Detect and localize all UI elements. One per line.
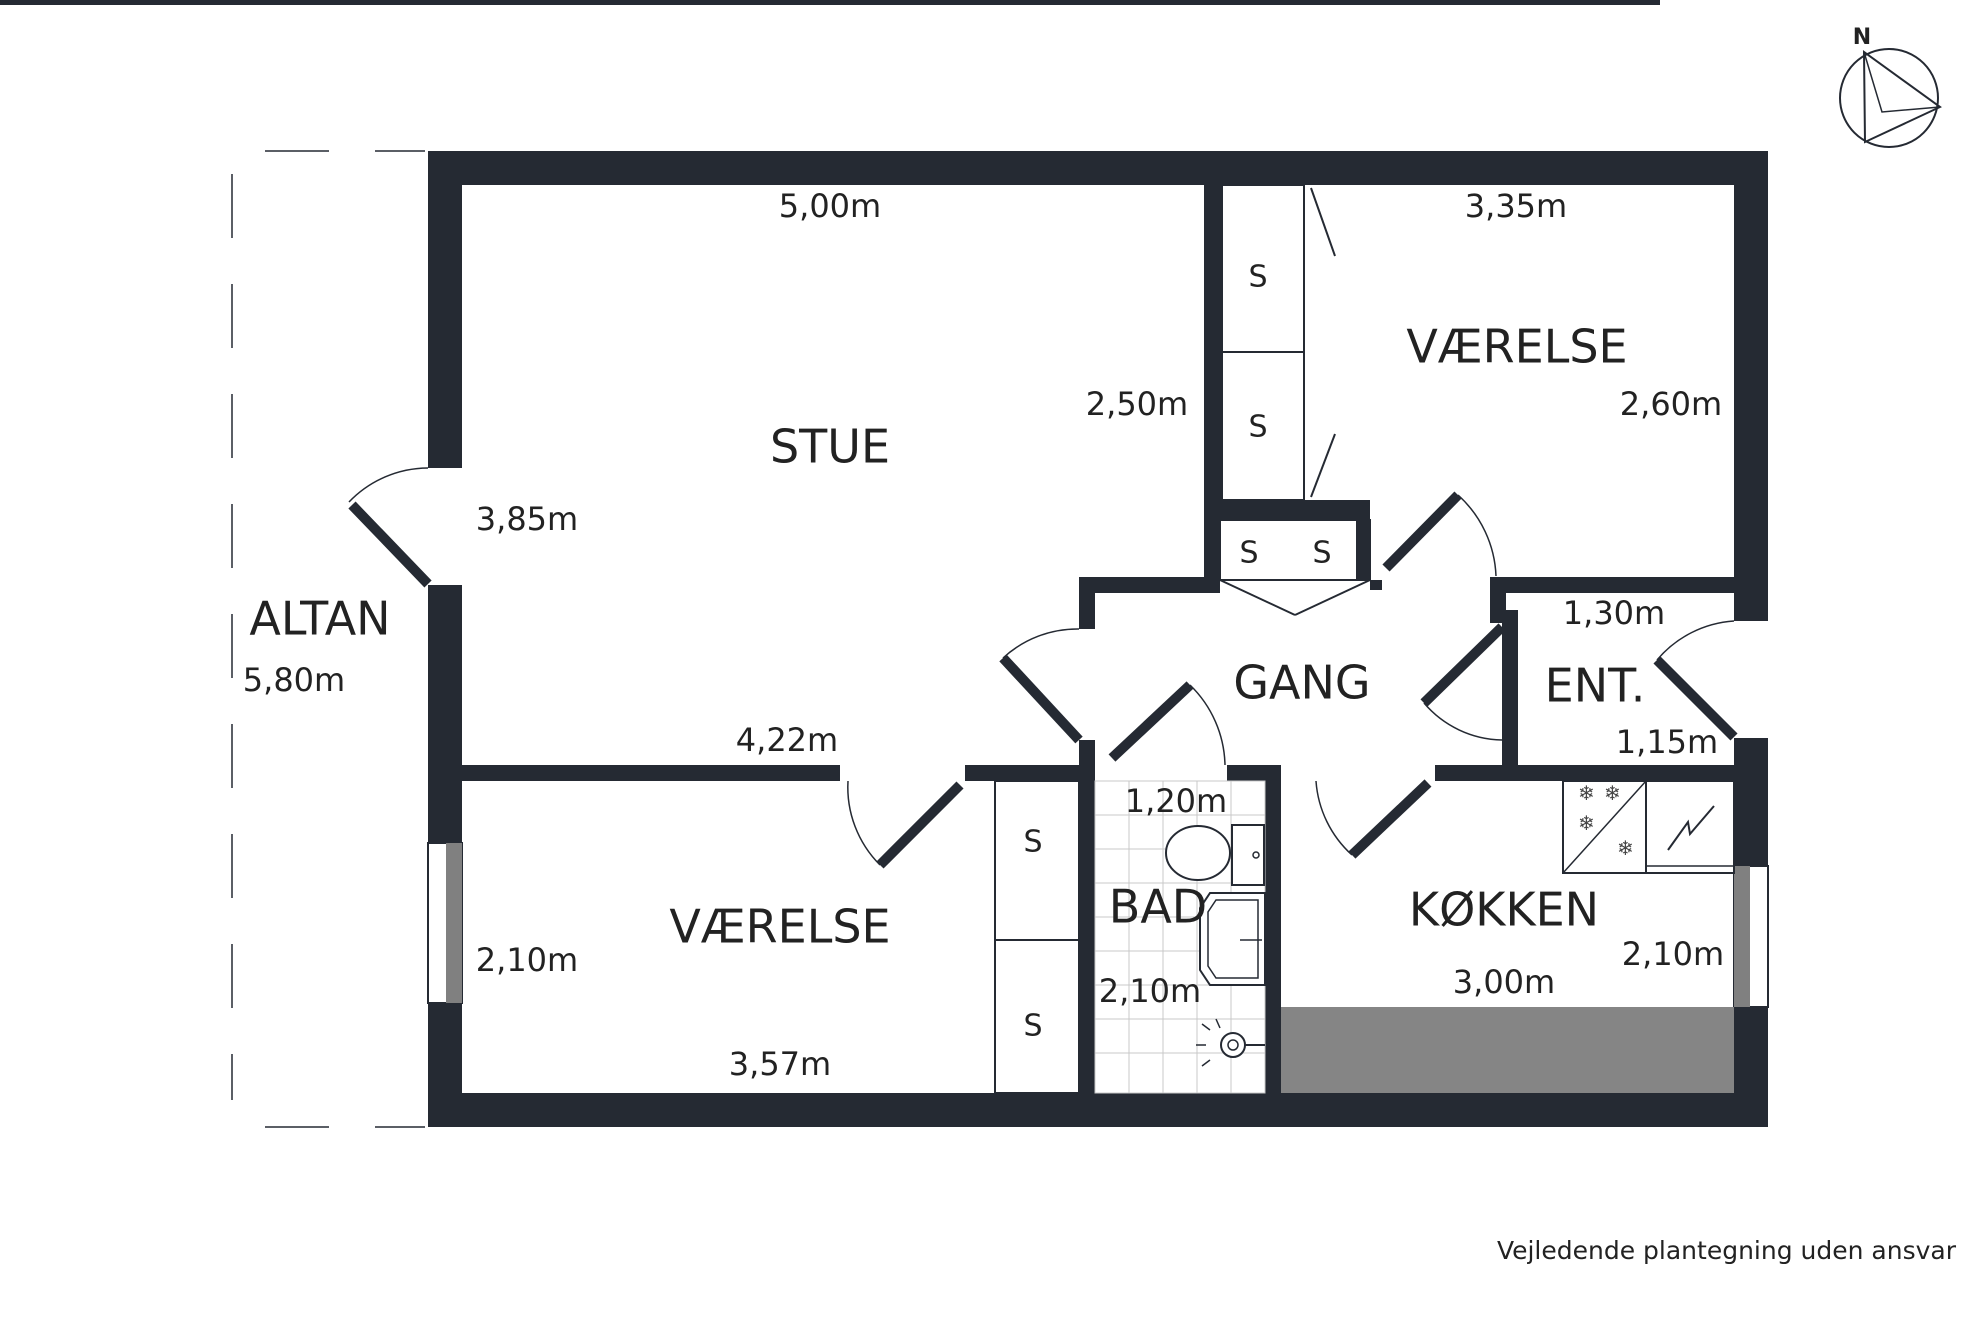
kitchen-fixtures: ❄ ❄ ❄ ❄ — [1281, 780, 1735, 1093]
dim-bad-height: 2,10m — [1099, 972, 1201, 1010]
closet-label: S — [1023, 1009, 1042, 1044]
compass-arrow-icon — [1862, 50, 1942, 144]
compass-circle — [1839, 48, 1939, 148]
dim-koekken-width: 3,00m — [1453, 963, 1555, 1001]
kitchen-counter — [1281, 1007, 1734, 1093]
shower-icon — [1196, 1018, 1265, 1067]
svg-text:❄: ❄ — [1617, 836, 1634, 860]
room-label-gang: GANG — [1233, 656, 1370, 710]
fridge-freezer-icon: ❄ ❄ ❄ ❄ — [1562, 780, 1647, 874]
dim-entre-width: 1,30m — [1563, 594, 1665, 632]
room-label-stue: STUE — [770, 420, 890, 474]
windows — [427, 842, 1769, 1008]
dim-stue-left: 3,85m — [476, 500, 578, 538]
closet-labels: S S S S S S — [1023, 260, 1331, 1044]
altan-outline — [231, 150, 425, 1128]
dimension-labels: 5,00m 2,50m 3,85m 4,22m 3,35m 2,60m 5,80… — [243, 187, 1724, 1083]
door-entre — [1420, 623, 1506, 741]
room-label-vaerelse-top: VÆRELSE — [1406, 320, 1627, 374]
bathroom-fixtures — [1165, 824, 1266, 1067]
compass: N — [1839, 25, 1942, 148]
dim-vaerelse-bottom-width: 3,57m — [729, 1045, 831, 1083]
compass-north-label: N — [1853, 25, 1871, 50]
closet-label: S — [1248, 410, 1267, 445]
toilet-icon — [1165, 824, 1265, 886]
room-label-vaerelse-bottom: VÆRELSE — [669, 900, 890, 954]
dim-vaerelse-top-height: 2,60m — [1620, 385, 1722, 423]
room-labels: STUE VÆRELSE VÆRELSE ALTAN GANG ENT. BAD… — [249, 320, 1645, 954]
outer-walls — [428, 151, 1768, 1127]
room-label-bad: BAD — [1109, 880, 1207, 934]
stove-icon — [1645, 780, 1735, 874]
room-label-koekken: KØKKEN — [1409, 883, 1599, 937]
door-bad — [1108, 681, 1226, 766]
disclaimer-note: Vejledende plantegning uden ansvar — [1496, 1236, 1956, 1265]
svg-text:❄: ❄ — [1578, 781, 1595, 805]
room-label-entre: ENT. — [1545, 659, 1646, 713]
door-koekken — [1315, 779, 1432, 859]
door-altan — [348, 467, 432, 588]
svg-text:❄: ❄ — [1578, 811, 1595, 835]
dim-bad-width: 1,20m — [1125, 782, 1227, 820]
svg-text:❄: ❄ — [1604, 781, 1621, 805]
closet-label: S — [1023, 825, 1042, 860]
dim-entre-height: 1,15m — [1616, 723, 1718, 761]
dim-vaerelse-top-width: 3,35m — [1465, 187, 1567, 225]
closets — [994, 184, 1371, 1094]
door-vaerelse-top — [1382, 491, 1497, 577]
door-stue — [999, 628, 1083, 744]
room-label-altan: ALTAN — [249, 592, 390, 646]
closet-label: S — [1312, 536, 1331, 571]
door-front — [1653, 620, 1738, 741]
dim-stue-bottom: 4,22m — [736, 721, 838, 759]
interior-walls — [462, 185, 1734, 1093]
doors — [0, 0, 1660, 869]
closet-label: S — [1239, 536, 1258, 571]
dim-vaerelse-bottom-height: 2,10m — [476, 941, 578, 979]
sink-icon — [1199, 892, 1266, 986]
dim-altan-length: 5,80m — [243, 661, 345, 699]
dim-koekken-height: 2,10m — [1622, 935, 1724, 973]
dim-stue-width: 5,00m — [779, 187, 881, 225]
dim-stue-right: 2,50m — [1086, 385, 1188, 423]
door-vaerelse-bottom — [847, 780, 964, 869]
closet-label: S — [1248, 260, 1267, 295]
